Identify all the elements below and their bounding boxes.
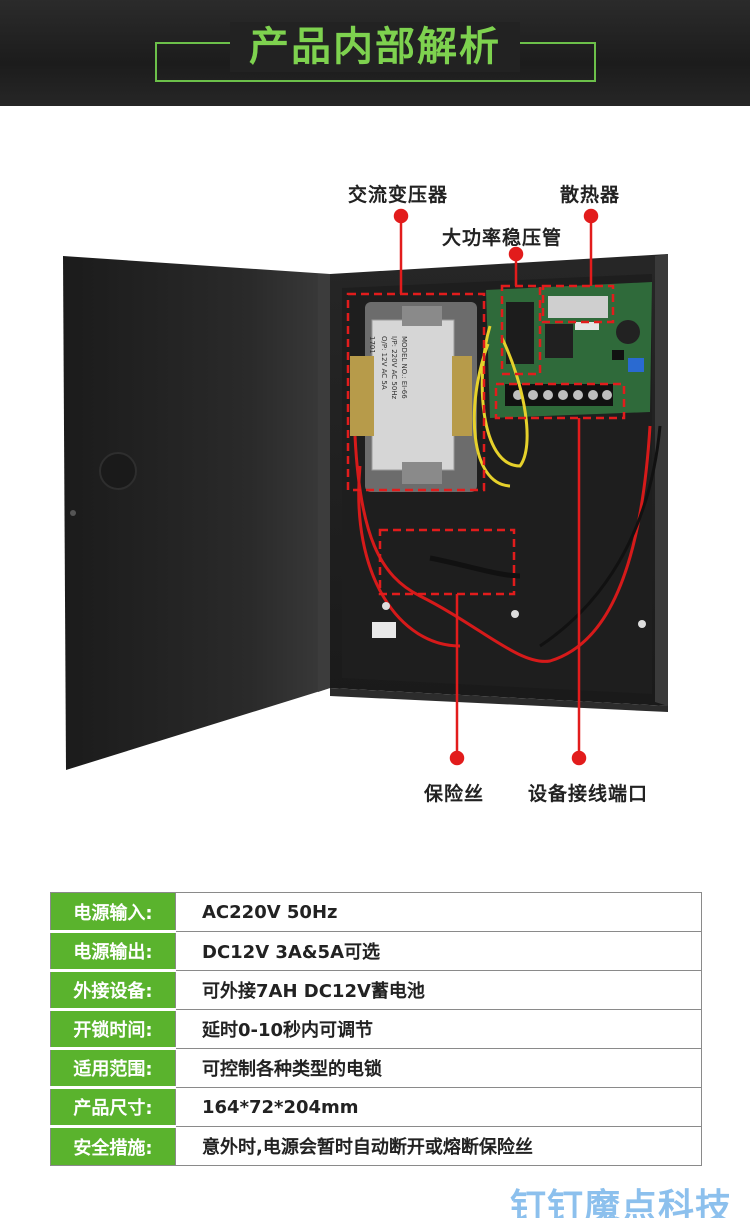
spec-key: 产品尺寸: <box>50 1087 176 1128</box>
spec-key: 适用范围: <box>50 1048 176 1089</box>
product-photo: MODEL NO.: EI-66 I/P: 220V AC 50Hz O/P: … <box>0 106 750 866</box>
svg-text:1701: 1701 <box>368 336 376 354</box>
spec-value: 可外接7AH DC12V蓄电池 <box>175 970 702 1010</box>
callout-regulator: 大功率稳压管 <box>442 227 563 249</box>
spec-row-output: 电源输出: DC12V 3A&5A可选 <box>50 931 702 972</box>
svg-text:I/P: 220V AC 50Hz: I/P: 220V AC 50Hz <box>390 336 398 400</box>
spec-row-size: 产品尺寸: 164*72*204mm <box>50 1087 702 1128</box>
spec-row-unlock-time: 开锁时间: 延时0-10秒内可调节 <box>50 1009 702 1050</box>
svg-text:O/P: 12V AC 5A: O/P: 12V AC 5A <box>380 336 388 390</box>
spec-key: 电源输入: <box>50 892 176 933</box>
spec-value: DC12V 3A&5A可选 <box>175 931 702 971</box>
spec-key: 电源输出: <box>50 931 176 972</box>
spec-row-external-device: 外接设备: 可外接7AH DC12V蓄电池 <box>50 970 702 1011</box>
door-hole <box>99 452 137 490</box>
enclosure-door <box>63 256 330 770</box>
circuit-board <box>486 282 652 418</box>
page-title: 产品内部解析 <box>230 22 520 72</box>
callout-fuse: 保险丝 <box>424 783 485 805</box>
spec-key: 安全措施: <box>50 1126 176 1166</box>
regulator-highlight <box>500 284 542 376</box>
spec-value: AC220V 50Hz <box>175 892 702 932</box>
spec-table: 电源输入: AC220V 50Hz 电源输出: DC12V 3A&5A可选 外接… <box>50 892 702 1166</box>
connector-plug <box>372 622 396 638</box>
spec-key: 开锁时间: <box>50 1009 176 1050</box>
spec-row-safety: 安全措施: 意外时,电源会暂时自动断开或熔断保险丝 <box>50 1126 702 1166</box>
power-supply-illustration: MODEL NO.: EI-66 I/P: 220V AC 50Hz O/P: … <box>63 208 668 770</box>
transformer-highlight <box>346 292 486 492</box>
spec-row-input: 电源输入: AC220V 50Hz <box>50 892 702 933</box>
transformer-nameplate: MODEL NO.: EI-66 I/P: 220V AC 50Hz O/P: … <box>368 336 408 400</box>
fuse-highlight <box>378 528 516 596</box>
watermark: 钉钉魔点科技 <box>510 1187 733 1218</box>
callout-transformer: 交流变压器 <box>348 184 449 206</box>
spec-value: 延时0-10秒内可调节 <box>175 1009 702 1049</box>
header-banner: 产品内部解析 <box>0 0 750 106</box>
callout-terminal: 设备接线端口 <box>528 783 649 805</box>
spec-value: 164*72*204mm <box>175 1087 702 1127</box>
spec-key: 外接设备: <box>50 970 176 1011</box>
spec-value: 可控制各种类型的电锁 <box>175 1048 702 1088</box>
terminal-highlight <box>494 382 626 420</box>
svg-text:MODEL NO.: EI-66: MODEL NO.: EI-66 <box>400 336 408 399</box>
spec-value: 意外时,电源会暂时自动断开或熔断保险丝 <box>175 1126 702 1166</box>
transformer <box>350 302 477 492</box>
spec-row-scope: 适用范围: 可控制各种类型的电锁 <box>50 1048 702 1089</box>
callout-heatsink: 散热器 <box>560 184 621 206</box>
